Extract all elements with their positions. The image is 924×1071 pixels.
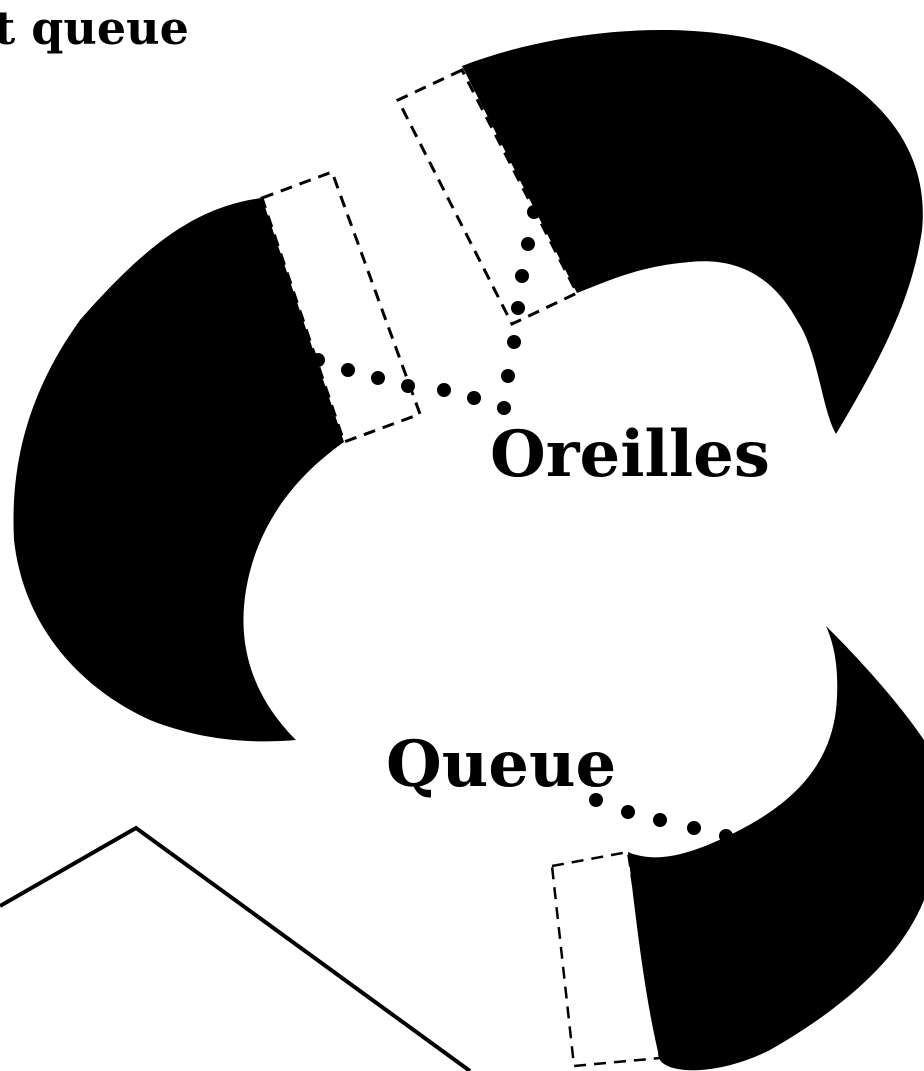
left-ear-shape (14, 198, 344, 741)
right-ear-shape (462, 30, 923, 434)
label-ears: Oreilles (490, 417, 770, 492)
body-outline (0, 828, 470, 1071)
heading-fragment: t queue (0, 1, 189, 55)
label-tail: Queue (386, 727, 616, 802)
tail-shape (628, 626, 924, 1070)
